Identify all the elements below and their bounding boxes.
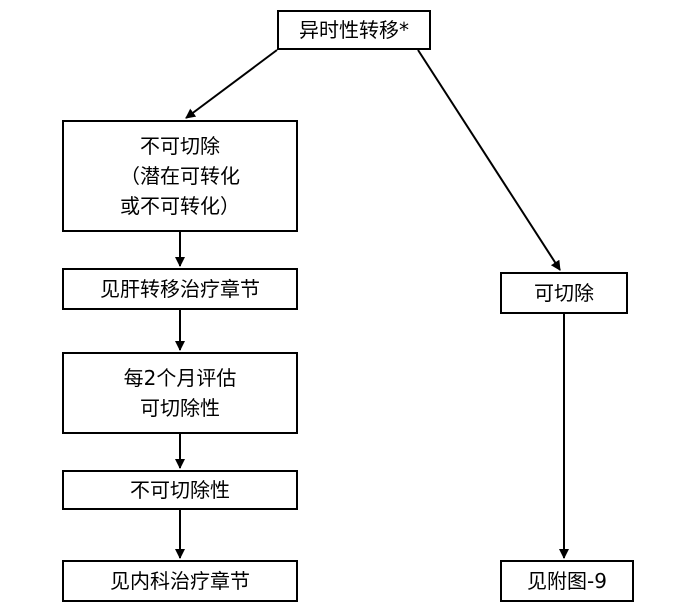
node-resectable: 可切除 bbox=[500, 272, 628, 314]
node-unresectable: 不可切除 （潜在可转化 或不可转化） bbox=[62, 120, 298, 232]
node-resectability-assessment-line-1: 每2个月评估 bbox=[123, 366, 237, 390]
node-unresectable-line-2: （潜在可转化 bbox=[120, 164, 240, 188]
node-metachronous-metastasis: 异时性转移* bbox=[277, 10, 431, 50]
node-unresectable-line-1: 不可切除 bbox=[140, 134, 220, 158]
node-resectability-assessment: 每2个月评估 可切除性 bbox=[62, 352, 298, 434]
node-liver-metastasis-chapter: 见肝转移治疗章节 bbox=[62, 268, 298, 310]
node-metachronous-metastasis-label: 异时性转移* bbox=[299, 18, 409, 42]
node-liver-metastasis-chapter-label: 见肝转移治疗章节 bbox=[100, 277, 260, 301]
node-medical-treatment-chapter: 见内科治疗章节 bbox=[62, 560, 298, 602]
node-medical-treatment-chapter-label: 见内科治疗章节 bbox=[110, 569, 250, 593]
node-not-resectable-label: 不可切除性 bbox=[130, 478, 230, 502]
node-resectability-assessment-line-2: 可切除性 bbox=[140, 396, 220, 420]
node-unresectable-line-3: 或不可转化） bbox=[120, 194, 240, 218]
edge-root-to-resectable bbox=[417, 49, 561, 271]
node-not-resectable: 不可切除性 bbox=[62, 470, 298, 510]
node-resectable-label: 可切除 bbox=[534, 281, 594, 305]
node-see-appendix-figure: 见附图-9 bbox=[500, 560, 634, 602]
edge-root-to-unresectable bbox=[185, 49, 278, 119]
node-see-appendix-figure-label: 见附图-9 bbox=[527, 569, 607, 593]
